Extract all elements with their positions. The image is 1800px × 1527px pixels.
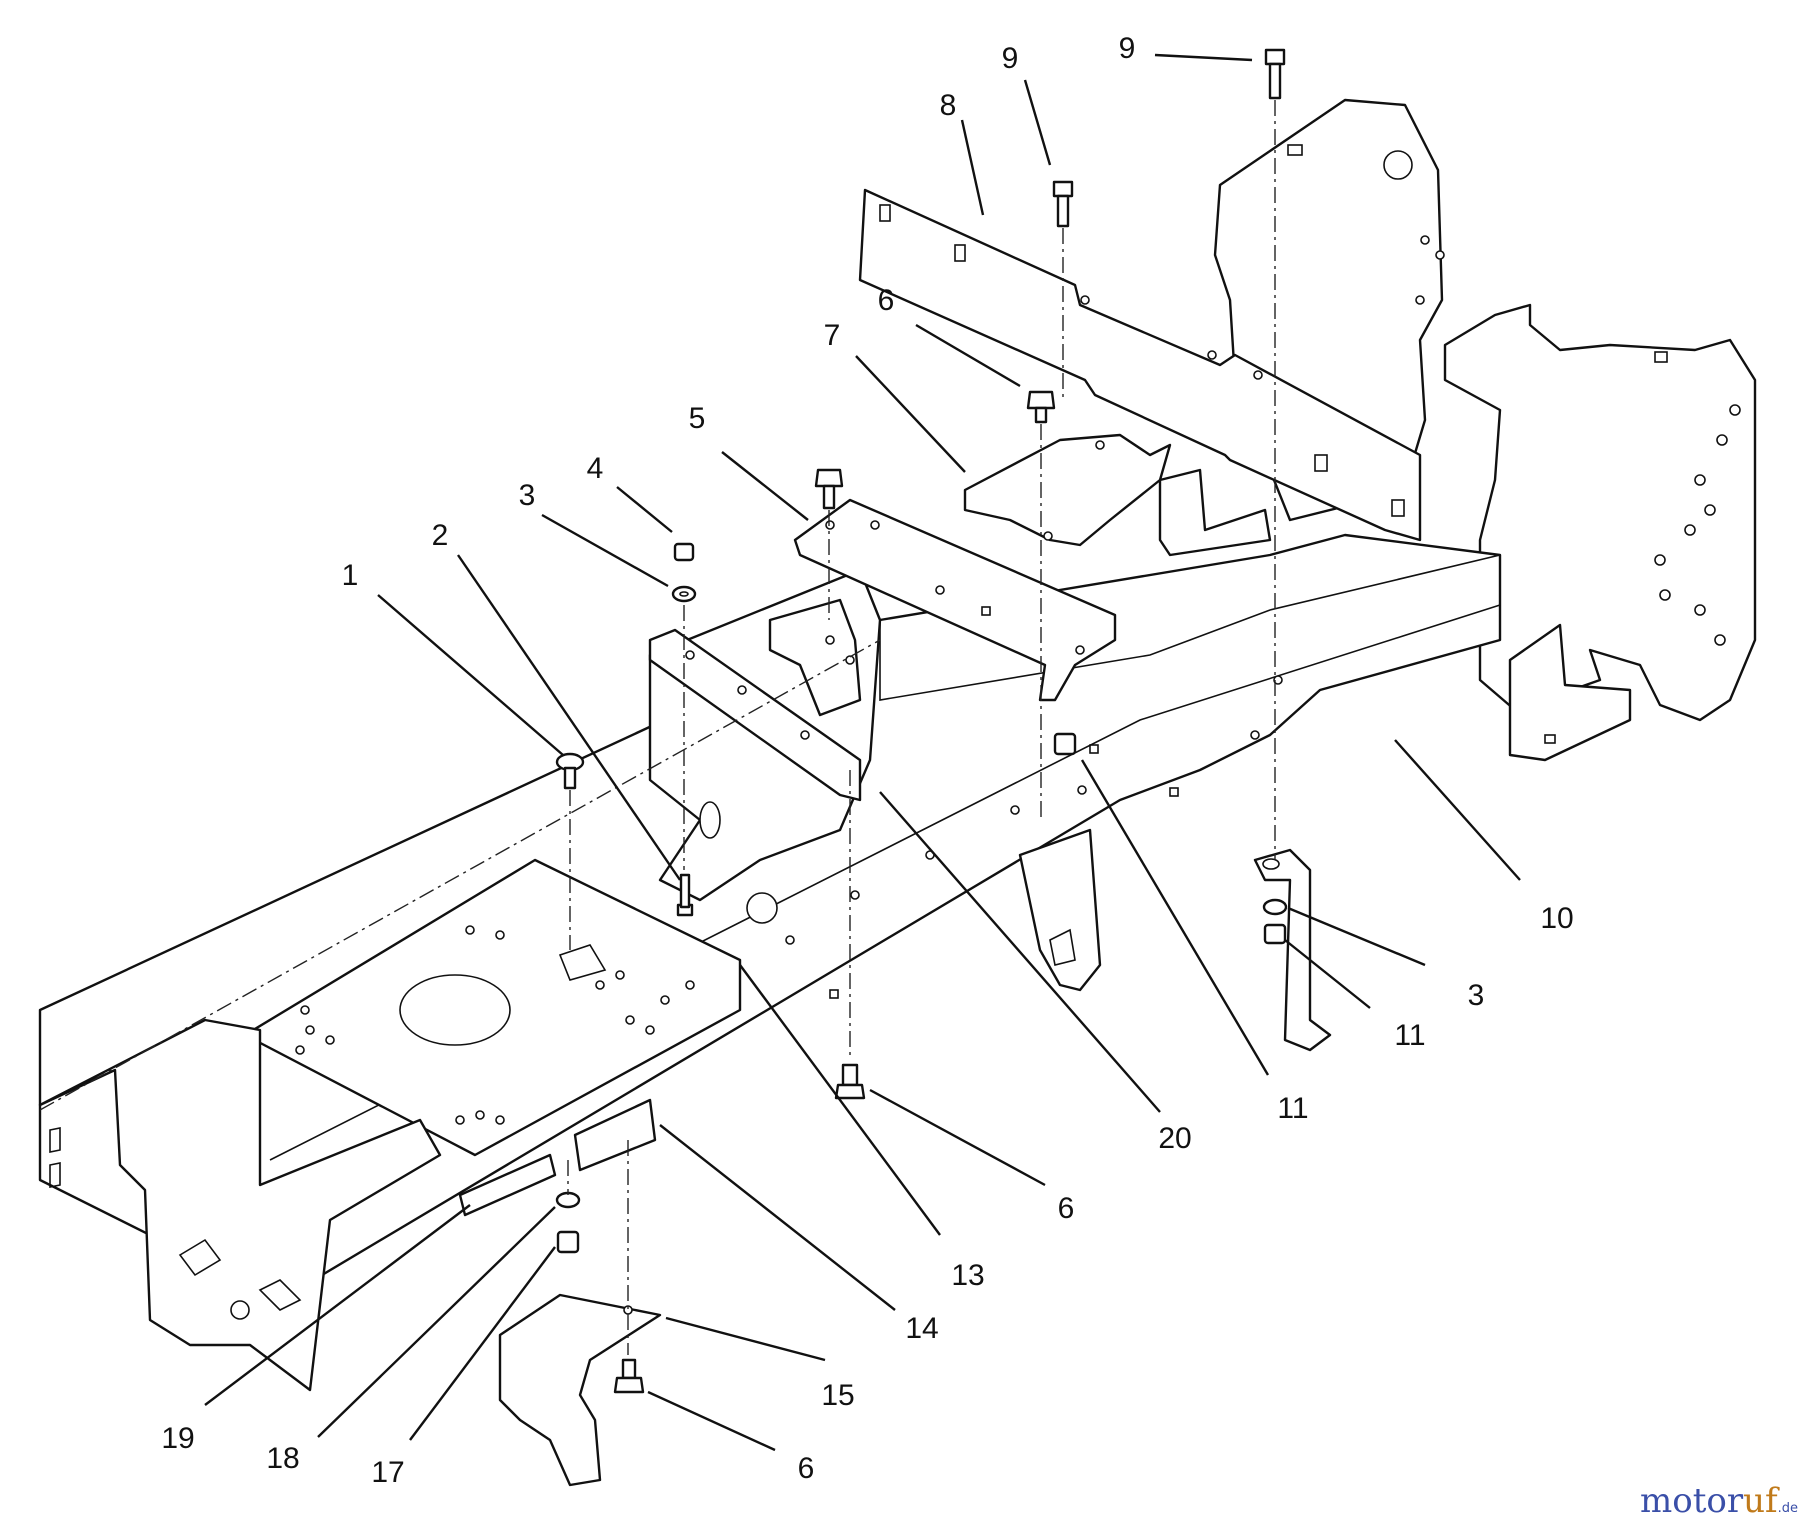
callout-20: 20 [1158,1122,1191,1155]
part-19-strip [458,1153,557,1217]
floor-plate [243,858,742,1157]
part-5-bracket-plate [793,498,1117,702]
part-9-long-bolt-icon [1264,48,1286,100]
callout-1: 1 [342,559,359,592]
callout-7: 7 [824,319,841,352]
callout-3: 3 [519,479,536,512]
callout-4: 4 [587,452,604,485]
part-6-bottom-bolt-icon [613,1358,645,1394]
callout-10: 10 [1540,902,1573,935]
watermark-logo: motoruf.de [1640,1481,1798,1521]
right-u-bracket [1253,848,1332,1052]
part-3-right-washer-icon [1262,898,1288,916]
callout-6-upper: 6 [878,284,895,317]
part-7-cover-plate [963,433,1172,547]
callout-18: 18 [266,1442,299,1475]
watermark-part-a: motor [1640,1481,1744,1521]
front-lower-housing [38,1018,442,1392]
right-side-plate [1443,303,1757,762]
right-foot-bracket [1158,468,1272,557]
leader-lines [204,53,1521,1452]
watermark-suffix: .de [1778,1501,1798,1516]
part-2-bolt-icon [676,873,694,917]
part-6-upper-bolt-icon [1026,390,1056,424]
callout-19: 19 [161,1422,194,1455]
callout-labels: 1 2 3 4 5 7 6 8 9 9 10 3 11 11 20 6 13 1… [161,32,1573,1489]
callout-11-right: 11 [1394,1019,1425,1052]
svg-text:motoruf.de: motoruf.de [1640,1481,1798,1521]
part-20-cross-bar [648,628,862,802]
part-6-lower-bolt-icon [834,1063,866,1100]
part-8-mounting-bar [858,188,1422,542]
part-17-nut-icon [556,1230,580,1254]
callout-17: 17 [371,1456,404,1489]
callout-9-left: 9 [1002,42,1019,75]
part-11-right-nut-icon [1263,923,1287,945]
callout-3-right: 3 [1468,979,1485,1012]
part-15-lower-bracket [498,1293,662,1487]
callout-9-right: 9 [1119,32,1136,65]
callout-14: 14 [905,1312,938,1345]
callout-8: 8 [940,89,957,122]
part-3-washer-icon [671,585,697,603]
callout-2: 2 [432,519,449,552]
part-6-flange-bolt-icon [814,468,844,510]
part-14-plate [573,1098,657,1172]
assembly-centerlines [39,100,1276,1355]
callout-5: 5 [689,402,706,435]
left-mount-bracket [768,598,862,717]
callout-15: 15 [821,1379,854,1412]
part-11-nut-icon [1053,732,1077,756]
watermark-part-b: uf [1743,1481,1780,1521]
callout-6-center: 6 [1058,1192,1075,1225]
part-1-carriage-bolt-icon [555,752,585,790]
callout-6-bottom: 6 [798,1452,815,1485]
callout-11-center: 11 [1277,1092,1308,1125]
callout-13: 13 [951,1259,984,1292]
part-4-nut-icon [673,542,695,562]
hardware-items [555,48,1288,1394]
part-9-bolt-icon [1052,180,1074,228]
part-18-washer-icon [555,1191,581,1209]
